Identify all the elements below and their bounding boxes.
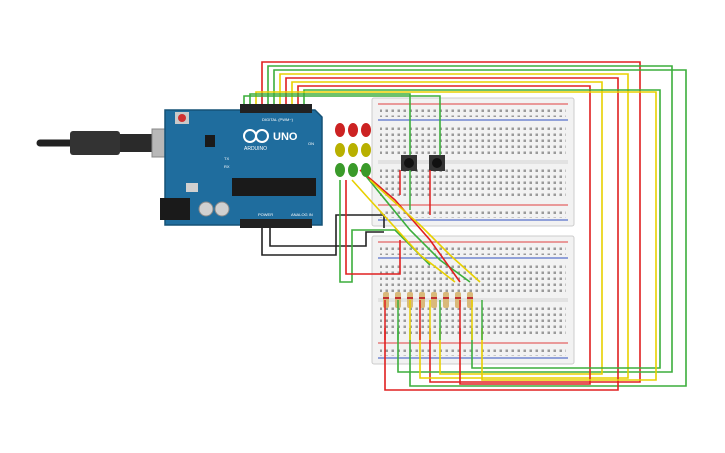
breadboard-top[interactable] — [371, 97, 575, 227]
arduino-uno-board[interactable]: UNO ARDUINO DIGITAL (PWM~) POWER ANALOG … — [160, 104, 323, 228]
power-jack — [160, 198, 190, 220]
push-button-2[interactable] — [429, 155, 445, 171]
led-yellow-icon[interactable] — [335, 143, 371, 157]
resistor-band — [443, 297, 449, 299]
analog-label: ANALOG IN — [291, 212, 313, 217]
digital-label: DIGITAL (PWM~) — [262, 117, 294, 122]
traffic-light-leds[interactable] — [335, 123, 481, 283]
ground-wires[interactable] — [261, 214, 385, 256]
power-label: POWER — [258, 212, 273, 217]
on-label: ON — [308, 141, 314, 146]
resistor[interactable] — [383, 292, 389, 308]
resistor-band — [383, 297, 389, 299]
usb-cable[interactable] — [36, 128, 181, 158]
digital-header — [240, 104, 312, 113]
rx-label: RX — [224, 164, 230, 169]
analog-header — [240, 219, 312, 228]
wire-bundle-right[interactable] — [243, 61, 687, 391]
resistor-band — [419, 297, 425, 299]
led-green-icon[interactable] — [335, 163, 371, 177]
led-red-icon[interactable] — [335, 123, 371, 137]
board-brand: UNO — [273, 131, 298, 143]
push-button-1[interactable] — [401, 155, 417, 171]
resistor[interactable] — [443, 292, 449, 308]
board-logo-text: ARDUINO — [244, 146, 267, 152]
resistor-band — [431, 297, 437, 299]
resistor-band — [455, 297, 461, 299]
atmega-chip — [232, 178, 316, 196]
arduino-logo-icon — [243, 129, 269, 143]
tx-label: TX — [224, 156, 229, 161]
resistor-band — [407, 297, 413, 299]
resistor-band — [395, 297, 401, 299]
resistor-band — [467, 297, 473, 299]
resistor[interactable] — [431, 292, 437, 308]
jumper-wires-bottom[interactable] — [384, 300, 483, 340]
